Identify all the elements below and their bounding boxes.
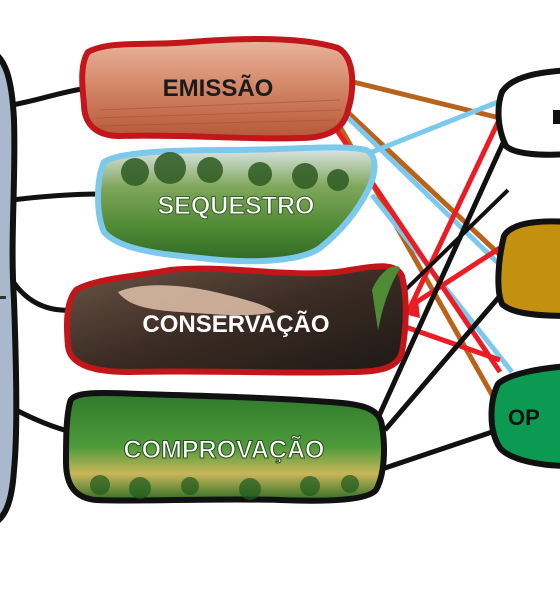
node-label-right-bottom: OP <box>508 405 540 430</box>
conservacao-sprout <box>372 266 400 330</box>
conservacao-hand <box>118 285 275 316</box>
node-comprovacao[interactable]: COMPROVAÇÃO <box>62 389 387 504</box>
node-right-top-glyph <box>553 110 560 124</box>
connector-left-comprovacao <box>10 405 73 435</box>
connector-black-2 <box>383 288 507 432</box>
connector-black-4 <box>393 188 510 302</box>
sequestro-trees <box>121 152 349 191</box>
node-label-conservacao: CONSERVAÇÃO <box>142 310 329 338</box>
connector-red-2 <box>410 245 502 308</box>
node-label-emissao: EMISSÃO <box>163 74 274 102</box>
node-right-top-shape <box>495 67 560 158</box>
connector-left-emissao <box>11 85 89 108</box>
node-label-comprovacao: COMPROVAÇÃO <box>124 434 325 464</box>
left-node-mark <box>0 296 6 299</box>
node-label-sequestro: SEQUESTRO <box>158 192 315 220</box>
left-node <box>0 53 20 523</box>
node-right-top[interactable]: A <box>495 67 560 158</box>
comprovacao-forest <box>90 475 359 500</box>
node-emissao[interactable]: EMISSÃO <box>79 35 356 142</box>
node-right-middle-shape <box>495 218 560 319</box>
connector-brown-2 <box>338 103 502 257</box>
connector-red-1 <box>405 116 503 314</box>
node-sequestro[interactable]: SEQUESTRO <box>95 144 378 265</box>
node-comprovacao-shape <box>62 389 387 504</box>
node-right-bottom[interactable]: OP <box>488 363 560 469</box>
node-right-bottom-shape <box>488 363 560 469</box>
connector-black-1 <box>375 130 511 420</box>
emissao-texture <box>95 99 343 127</box>
connector-black-3 <box>384 427 499 471</box>
node-emissao-shape <box>79 35 356 142</box>
connector-left-conservacao <box>9 278 73 313</box>
connectors <box>9 77 514 471</box>
node-conservacao[interactable]: CONSERVAÇÃO <box>64 263 409 376</box>
node-right-middle[interactable] <box>495 218 560 319</box>
connector-blue-1 <box>371 99 499 155</box>
connector-blue-2 <box>338 108 502 267</box>
connector-left-sequestro <box>11 191 101 203</box>
